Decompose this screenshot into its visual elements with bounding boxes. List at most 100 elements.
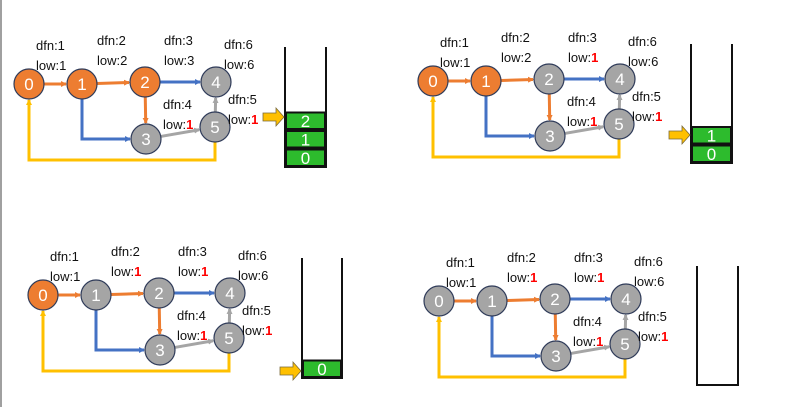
edge-1-to-3 bbox=[80, 99, 131, 142]
stack-top-pointer-arrow-icon bbox=[668, 124, 691, 146]
edge-3-to-5 bbox=[564, 124, 605, 135]
low-prefix: low: bbox=[638, 329, 661, 344]
low-label-node-1: low:1 bbox=[507, 270, 537, 285]
node-2: 2 bbox=[129, 66, 161, 98]
low-prefix: low: bbox=[568, 50, 591, 65]
dfn-label-node-4: dfn:6 bbox=[634, 254, 663, 269]
node-label: 4 bbox=[615, 70, 624, 89]
low-prefix: low: bbox=[111, 264, 134, 279]
edge-3-to-5 bbox=[174, 338, 215, 349]
low-label-node-1: low:2 bbox=[97, 53, 127, 68]
low-label-node-3: low:1 bbox=[567, 114, 597, 129]
low-prefix: low: bbox=[228, 112, 251, 127]
node-circle bbox=[604, 63, 636, 95]
low-label-node-5: low:1 bbox=[242, 323, 272, 338]
low-value: 1 bbox=[530, 270, 537, 285]
dfn-label-node-0: dfn:1 bbox=[440, 35, 469, 50]
edge-3-to-5 bbox=[160, 127, 201, 138]
low-prefix: low: bbox=[242, 323, 265, 338]
node-circle bbox=[27, 279, 59, 311]
node-3: 3 bbox=[534, 120, 566, 152]
low-label-node-2: low:1 bbox=[178, 264, 208, 279]
node-0: 0 bbox=[13, 68, 45, 100]
stack-2: 10 bbox=[668, 44, 733, 164]
low-prefix: low: bbox=[238, 268, 261, 283]
node-circle bbox=[540, 340, 572, 372]
stack-cell bbox=[302, 359, 342, 378]
dfn-label-node-1: dfn:2 bbox=[507, 250, 536, 265]
low-value: 1 bbox=[265, 323, 272, 338]
low-value: 2 bbox=[524, 50, 531, 65]
node-circle bbox=[470, 65, 502, 97]
low-prefix: low: bbox=[97, 53, 120, 68]
low-prefix: low: bbox=[634, 274, 657, 289]
low-value: 1 bbox=[186, 117, 193, 132]
edge-1-to-3 bbox=[484, 96, 535, 139]
node-circle bbox=[66, 68, 98, 100]
low-label-node-4: low:6 bbox=[634, 274, 664, 289]
dfn-label-node-1: dfn:2 bbox=[501, 30, 530, 45]
node-label: 2 bbox=[550, 290, 559, 309]
low-value: 1 bbox=[591, 50, 598, 65]
dfn-label-node-1: dfn:2 bbox=[111, 244, 140, 259]
node-0: 0 bbox=[423, 285, 455, 317]
node-label: 3 bbox=[155, 341, 164, 360]
dfn-label-node-5: dfn:5 bbox=[632, 89, 661, 104]
low-value: 1 bbox=[597, 270, 604, 285]
low-value: 1 bbox=[655, 109, 662, 124]
stack-cell bbox=[691, 144, 732, 163]
dfn-label-node-3: dfn:4 bbox=[177, 308, 206, 323]
dfn-label-node-5: dfn:5 bbox=[242, 303, 271, 318]
dfn-label-node-2: dfn:3 bbox=[574, 250, 603, 265]
node-4: 4 bbox=[610, 283, 642, 315]
low-prefix: low: bbox=[177, 328, 200, 343]
stack-container bbox=[696, 266, 739, 386]
node-4: 4 bbox=[214, 277, 246, 309]
stack-cell-value: 1 bbox=[301, 131, 310, 150]
low-label-node-1: low:2 bbox=[501, 50, 531, 65]
node-circle bbox=[129, 66, 161, 98]
node-2: 2 bbox=[533, 63, 565, 95]
edge-1-to-2 bbox=[506, 296, 541, 303]
low-label-node-1: low:1 bbox=[111, 264, 141, 279]
node-circle bbox=[199, 111, 231, 143]
low-value: 1 bbox=[596, 334, 603, 349]
node-label: 0 bbox=[38, 286, 47, 305]
low-label-node-2: low:1 bbox=[574, 270, 604, 285]
stack-cell bbox=[691, 126, 732, 145]
edge-1-to-3 bbox=[490, 316, 541, 359]
low-label-node-3: low:1 bbox=[163, 117, 193, 132]
node-5: 5 bbox=[603, 108, 635, 140]
stack-top-pointer-arrow-icon bbox=[279, 360, 302, 382]
node-circle bbox=[13, 68, 45, 100]
low-prefix: low: bbox=[574, 270, 597, 285]
node-0: 0 bbox=[417, 65, 449, 97]
node-circle bbox=[80, 279, 112, 311]
node-4: 4 bbox=[604, 63, 636, 95]
node-5: 5 bbox=[199, 111, 231, 143]
node-circle bbox=[213, 322, 245, 354]
low-label-node-0: low:1 bbox=[440, 55, 470, 70]
stack-cell bbox=[285, 111, 326, 130]
dfn-label-node-4: dfn:6 bbox=[628, 34, 657, 49]
node-1: 1 bbox=[66, 68, 98, 100]
low-value: 1 bbox=[463, 55, 470, 70]
node-0: 0 bbox=[27, 279, 59, 311]
low-value: 1 bbox=[590, 114, 597, 129]
node-circle bbox=[417, 65, 449, 97]
low-label-node-2: low:3 bbox=[164, 53, 194, 68]
node-circle bbox=[423, 285, 455, 317]
edge-5-to-0 bbox=[430, 96, 621, 159]
node-circle bbox=[200, 66, 232, 98]
low-value: 1 bbox=[251, 112, 258, 127]
edge-3-to-5 bbox=[570, 344, 611, 355]
low-prefix: low: bbox=[632, 109, 655, 124]
node-circle bbox=[130, 123, 162, 155]
low-prefix: low: bbox=[446, 275, 469, 290]
dfn-label-node-5: dfn:5 bbox=[638, 309, 667, 324]
stack-cell bbox=[285, 148, 326, 167]
node-3: 3 bbox=[130, 123, 162, 155]
edge-1-to-2 bbox=[110, 290, 145, 297]
